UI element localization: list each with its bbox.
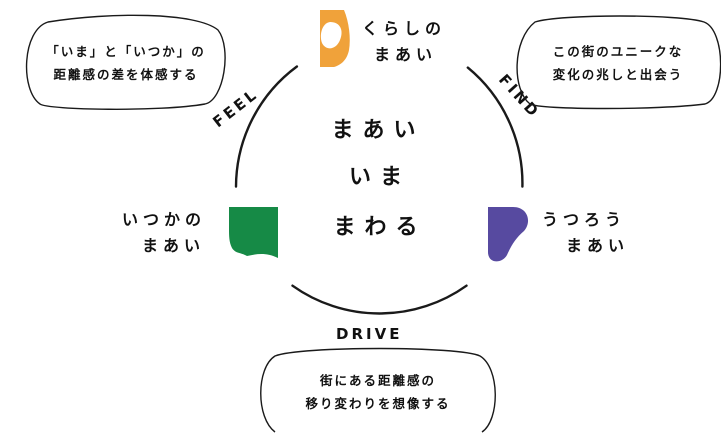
center-line-2: いま <box>349 165 411 190</box>
feel-bubble-line-1: 「いま」と「いつか」の <box>46 44 206 59</box>
find-bubble <box>516 15 721 110</box>
arc-find <box>466 66 524 188</box>
feel-bubble <box>25 14 226 110</box>
find-label: FIND <box>495 71 544 122</box>
left-green-shape <box>229 207 278 258</box>
top-white-blob-shape <box>320 22 342 49</box>
right-label-line-2: まあい <box>566 236 629 255</box>
arc-feel <box>234 65 299 188</box>
left-label-line-2: まあい <box>142 236 205 255</box>
drive-label: DRIVE <box>336 325 402 343</box>
find-bubble-line-1: この街のユニークな <box>553 44 684 59</box>
drive-bubble <box>260 347 496 433</box>
center-line-3: まわる <box>333 215 426 240</box>
arc-drive <box>291 284 468 315</box>
top-label-line-2: まあい <box>374 45 437 64</box>
feel-bubble-line-2: 距離感の差を体感する <box>53 67 198 82</box>
center-line-1: まあい <box>331 118 424 143</box>
find-bubble-line-2: 変化の兆しと出会う <box>553 67 684 82</box>
right-purple-shape <box>488 207 529 262</box>
drive-bubble-line-1: 街にある距離感の <box>319 373 436 388</box>
top-label-line-1: くらしの <box>362 19 446 38</box>
right-label-line-1: うつろう <box>542 210 626 229</box>
left-label-line-1: いつかの <box>122 210 206 229</box>
drive-bubble-line-2: 移り変わりを想像する <box>305 396 450 411</box>
